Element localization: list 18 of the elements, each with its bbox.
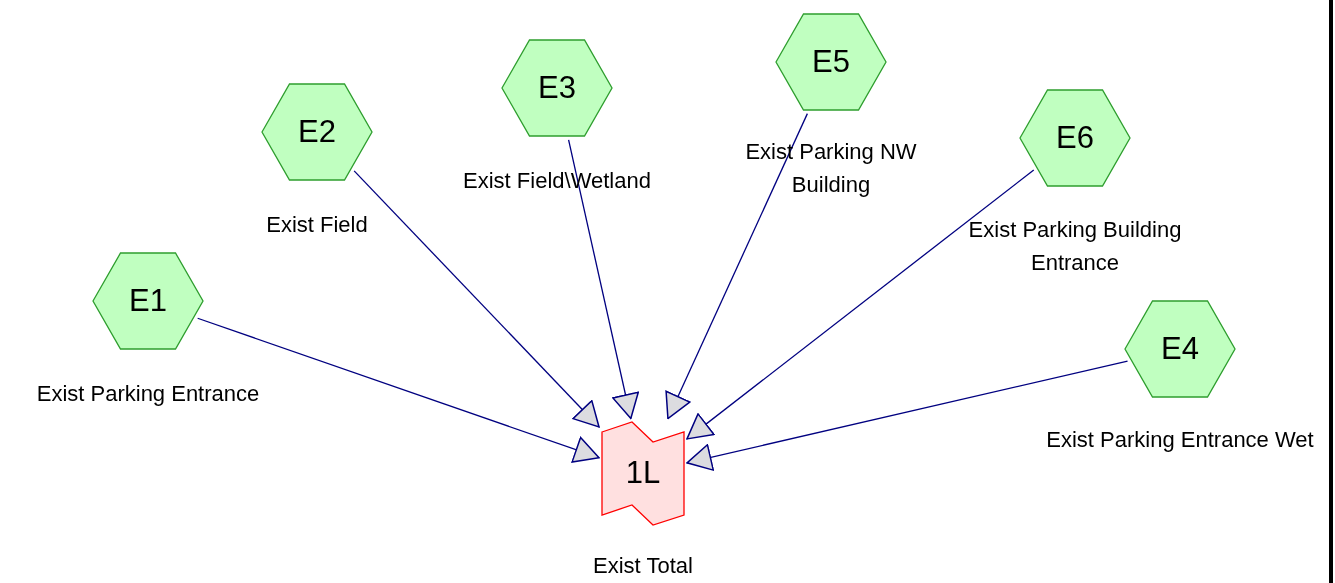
node-label: E4 (1160, 331, 1200, 367)
node-caption: Exist Parking Entrance Wet (1045, 426, 1315, 454)
arrow (665, 113, 809, 420)
node-label: E2 (297, 114, 337, 150)
node-caption: Exist Parking Entrance (35, 380, 261, 408)
node-label: E5 (811, 44, 851, 80)
arrow (686, 360, 1129, 471)
arrow (567, 139, 640, 420)
arrow (353, 170, 600, 428)
node-label: E1 (128, 283, 168, 319)
node-caption: Exist Parking Building Entrance (967, 216, 1183, 277)
node-label: E3 (537, 70, 577, 106)
node-caption: Exist Field (265, 211, 369, 239)
node-label: E6 (1055, 120, 1095, 156)
arrow (686, 169, 1035, 440)
arrow (197, 317, 600, 463)
node-label: 1L (624, 455, 662, 491)
node-caption: Exist Total (592, 552, 694, 580)
